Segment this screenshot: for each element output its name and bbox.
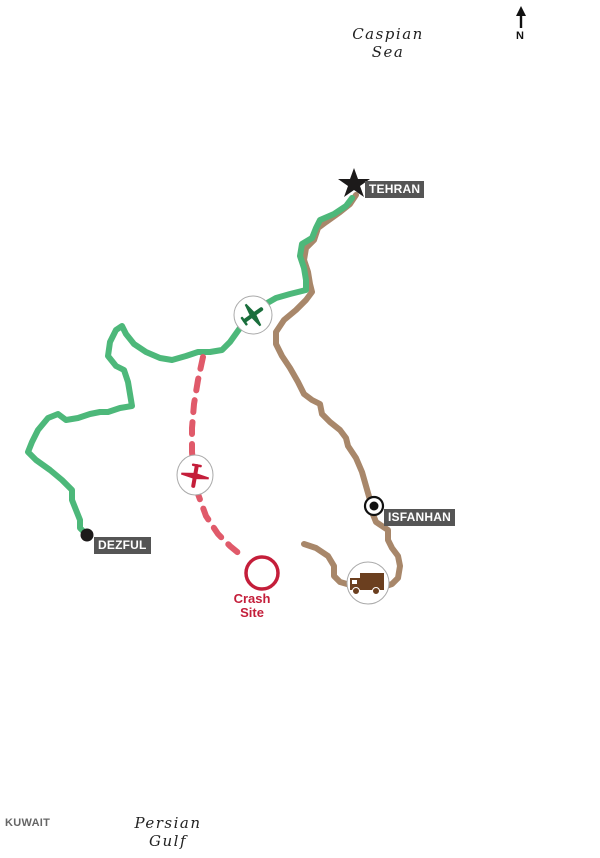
caspian-sea-line1: Caspian: [352, 25, 424, 43]
isfahan-target-icon: [363, 495, 385, 517]
crash-site-icon: [244, 555, 280, 591]
truck-icon: [346, 561, 390, 605]
persian-gulf-line1: Persian: [134, 814, 202, 832]
crash-site-label: Crash Site: [226, 592, 278, 620]
north-arrow-icon: [516, 6, 526, 28]
persian-gulf-label: Persian Gulf: [128, 814, 208, 850]
dezful-dot-icon: [80, 528, 94, 542]
tehran-label: TEHRAN: [365, 181, 425, 198]
dezful-label: DEZFUL: [94, 537, 151, 554]
caspian-sea-line2: Sea: [371, 43, 405, 61]
kuwait-label: KUWAIT: [5, 817, 51, 829]
crash-site-line1: Crash: [233, 591, 271, 606]
north-label: N: [516, 30, 524, 42]
tehran-star-icon: [338, 168, 370, 197]
green-airplane-icon: [233, 295, 273, 335]
crash-site-line2: Site: [240, 605, 264, 620]
red-airplane-icon: [176, 454, 214, 496]
air-route: [25, 195, 355, 537]
isfahan-label: ISFANHAN: [384, 509, 455, 526]
caspian-sea-label: Caspian Sea: [348, 25, 428, 61]
persian-gulf-line2: Gulf: [149, 832, 187, 850]
ground-route: [273, 192, 403, 591]
